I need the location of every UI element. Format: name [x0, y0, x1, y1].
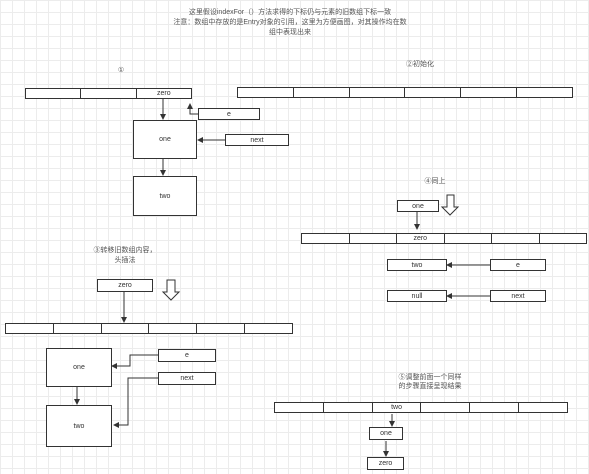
array-cell	[420, 402, 471, 413]
node-one: one	[133, 120, 197, 159]
down-arrow-icon	[161, 279, 181, 301]
node-zero: zero	[367, 457, 404, 470]
array-cell	[244, 323, 293, 334]
array-cell	[274, 402, 324, 413]
node-next: next	[490, 290, 546, 302]
node-e: e	[490, 259, 546, 271]
step-2-new-array	[237, 87, 573, 98]
arrow-e-to-zero	[187, 103, 198, 115]
node-one: one	[369, 427, 403, 440]
array-cell	[148, 323, 198, 334]
step-5-new-array: two	[274, 402, 568, 413]
header-line-1: 这里假设indexFor（）方法求得的下标仍与元素的旧数组下标一致	[188, 9, 392, 16]
node-two: two	[387, 259, 447, 271]
array-cell	[404, 87, 462, 98]
node-e: e	[158, 349, 216, 362]
two-label: two	[391, 404, 403, 411]
step-4-label: ④同上	[424, 178, 446, 185]
node-e: e	[198, 108, 260, 120]
array-cell	[460, 87, 518, 98]
node-null: null	[387, 290, 447, 302]
array-cell	[5, 323, 54, 334]
array-cell	[52, 323, 102, 334]
step-5-label-line-2: 的步骤直接呈现结果	[398, 383, 462, 390]
step-4-new-array: zero	[301, 233, 587, 244]
down-arrow-icon	[440, 194, 460, 216]
step-3-new-array	[5, 323, 293, 334]
array-cell	[516, 87, 573, 98]
array-cell	[237, 87, 294, 98]
zero-label: zero	[413, 235, 428, 242]
node-two: two	[46, 405, 112, 447]
node-next: next	[158, 372, 216, 385]
step-1-label: ①	[117, 67, 125, 74]
step-3-label-line-2: 头插法	[114, 257, 136, 264]
array-cell	[301, 233, 350, 244]
arrow-next3-to-two	[113, 377, 158, 428]
header-line-3: 组中表现出来	[269, 29, 311, 36]
step-3-label-line-1: ③转移旧数组内容，	[93, 247, 157, 254]
step-1-old-array: zero	[25, 88, 192, 99]
zero-label: zero	[157, 90, 171, 97]
array-cell	[443, 233, 492, 244]
step-5-label-line-1: ⑤调整前面一个同样	[398, 374, 462, 381]
array-cell	[348, 233, 397, 244]
node-one: one	[397, 200, 439, 212]
array-cell	[100, 323, 150, 334]
array-cell	[322, 402, 373, 413]
array-cell	[348, 87, 406, 98]
array-cell	[25, 88, 82, 99]
node-two: two	[133, 176, 197, 216]
array-cell	[491, 233, 540, 244]
arrow-e3-to-one	[111, 354, 158, 369]
header-line-2: 注意：数组中存放的是Entry对象的引用，这里为方便画图，对其操作均在数	[173, 19, 407, 26]
step-2-label: ②初始化	[406, 61, 434, 68]
array-cell: two	[371, 402, 422, 413]
array-cell: zero	[135, 88, 192, 99]
node-next: next	[225, 134, 289, 146]
array-cell	[196, 323, 246, 334]
array-cell	[292, 87, 350, 98]
array-cell	[538, 233, 587, 244]
node-one: one	[46, 348, 112, 387]
array-cell	[469, 402, 520, 413]
node-zero: zero	[97, 279, 153, 292]
array-cell	[518, 402, 568, 413]
array-cell	[80, 88, 137, 99]
array-cell: zero	[396, 233, 445, 244]
